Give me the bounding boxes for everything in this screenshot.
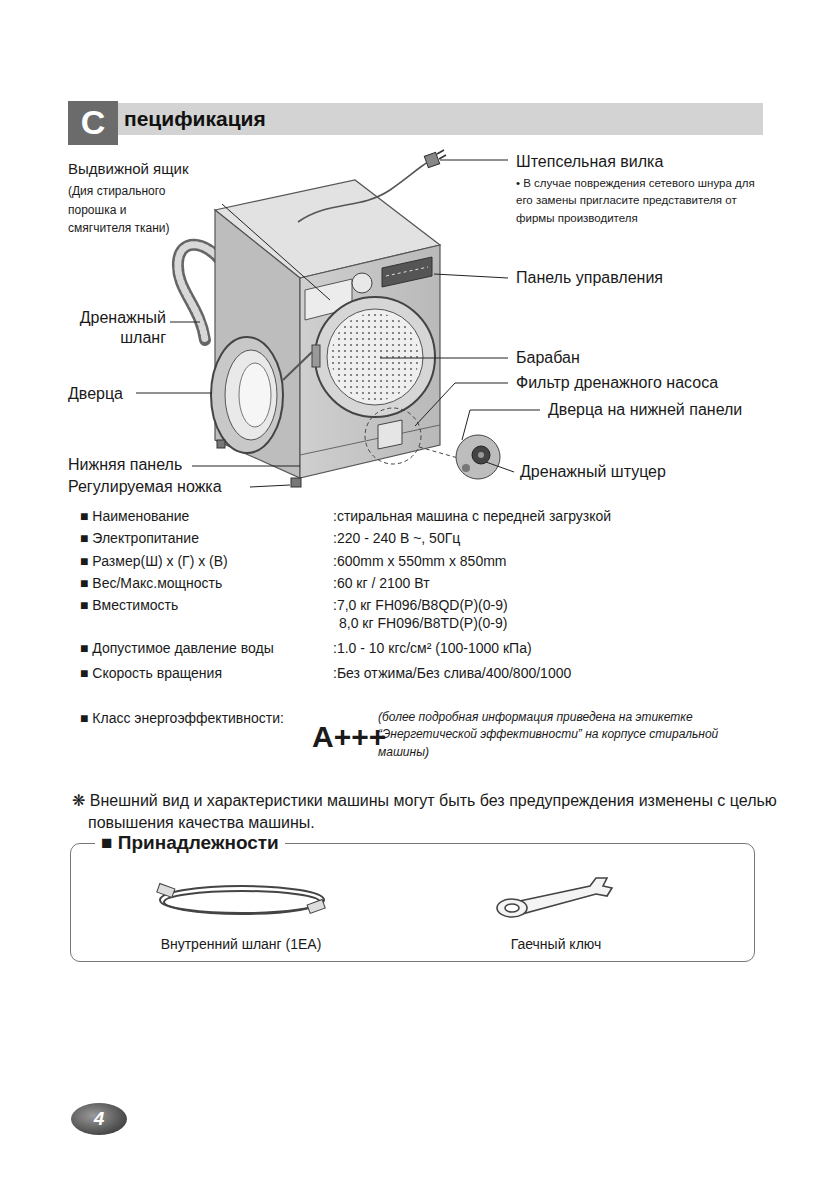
part-label: Регулируемая ножка	[68, 477, 258, 497]
part-label: Дверца	[68, 384, 134, 404]
accessory-label: Гаечный ключ	[446, 936, 666, 952]
spec-value: :7,0 кг FH096/B8QD(P)(0-9)	[333, 597, 753, 615]
accessories-box: ■ ПринадлежностиВнутренний шланг (1EA)Га…	[70, 843, 755, 962]
spec-name: ■ Скорость вращения	[80, 665, 320, 683]
spec-value: :60 кг / 2100 Вт	[333, 575, 753, 593]
part-label: Фильтр дренажного насоса	[516, 373, 796, 393]
spec-name: ■ Наименование	[80, 508, 320, 526]
part-label: Дверца на нижней панели	[548, 400, 798, 420]
spec-name: ■ Электропитание	[80, 530, 320, 548]
section-heading: ■ Принадлежности	[95, 832, 285, 854]
page-number: 4	[70, 1102, 128, 1136]
spec-name: ■ Размер(Ш) x (Г) x (В)	[80, 553, 320, 571]
title-text: С	[81, 103, 106, 142]
spec-value: :1.0 - 10 кгс/см² (100-1000 кПа)	[333, 640, 753, 658]
part-label: Штепсельная вилка	[516, 152, 766, 172]
title-text: пецификация	[124, 107, 763, 131]
spec-value: :стиральная машина с передней загрузкой	[333, 508, 753, 526]
part-label: Нижняя панель	[68, 455, 192, 475]
part-label: Панель управления	[516, 268, 756, 288]
part-label: Барабан	[516, 348, 716, 368]
part-note: (Дия стирального порошка и смягчителя тк…	[68, 182, 186, 238]
spec-name: ■ Допустимое давление воды	[80, 640, 330, 658]
spec-name: ■ Класс энергоэффективности:	[80, 710, 340, 728]
title-letter-box: С	[68, 101, 118, 145]
spec-name: ■ Вместимость	[80, 597, 320, 615]
spec-value: 8,0 кг FH096/B8TD(P)(0-9)	[339, 615, 759, 633]
page-number-text: 4	[94, 1108, 105, 1130]
accessory-label: Внутренний шланг (1EA)	[131, 936, 351, 952]
spec-name: ■ Вес/Макс.мощность	[80, 575, 320, 593]
part-label: Дренажный шланг	[64, 308, 166, 348]
spec-value: :Без отжима/Без слива/400/800/1000	[333, 665, 753, 683]
spec-value: :600mm x 550mm x 850mm	[333, 553, 753, 571]
spec-value: :220 - 240 В ~, 50Гц	[333, 530, 753, 548]
part-note: • В случае повреждения сетевого шнура дл…	[516, 175, 766, 227]
title-band: пецификация	[118, 103, 763, 135]
energy-note: (более подробная информация приведена на…	[378, 709, 768, 761]
part-label: Дренажный штуцер	[520, 462, 770, 482]
footnote: ❋ Внешний вид и характеристики машины мо…	[72, 790, 788, 833]
part-label: Выдвижной ящик	[68, 160, 268, 179]
